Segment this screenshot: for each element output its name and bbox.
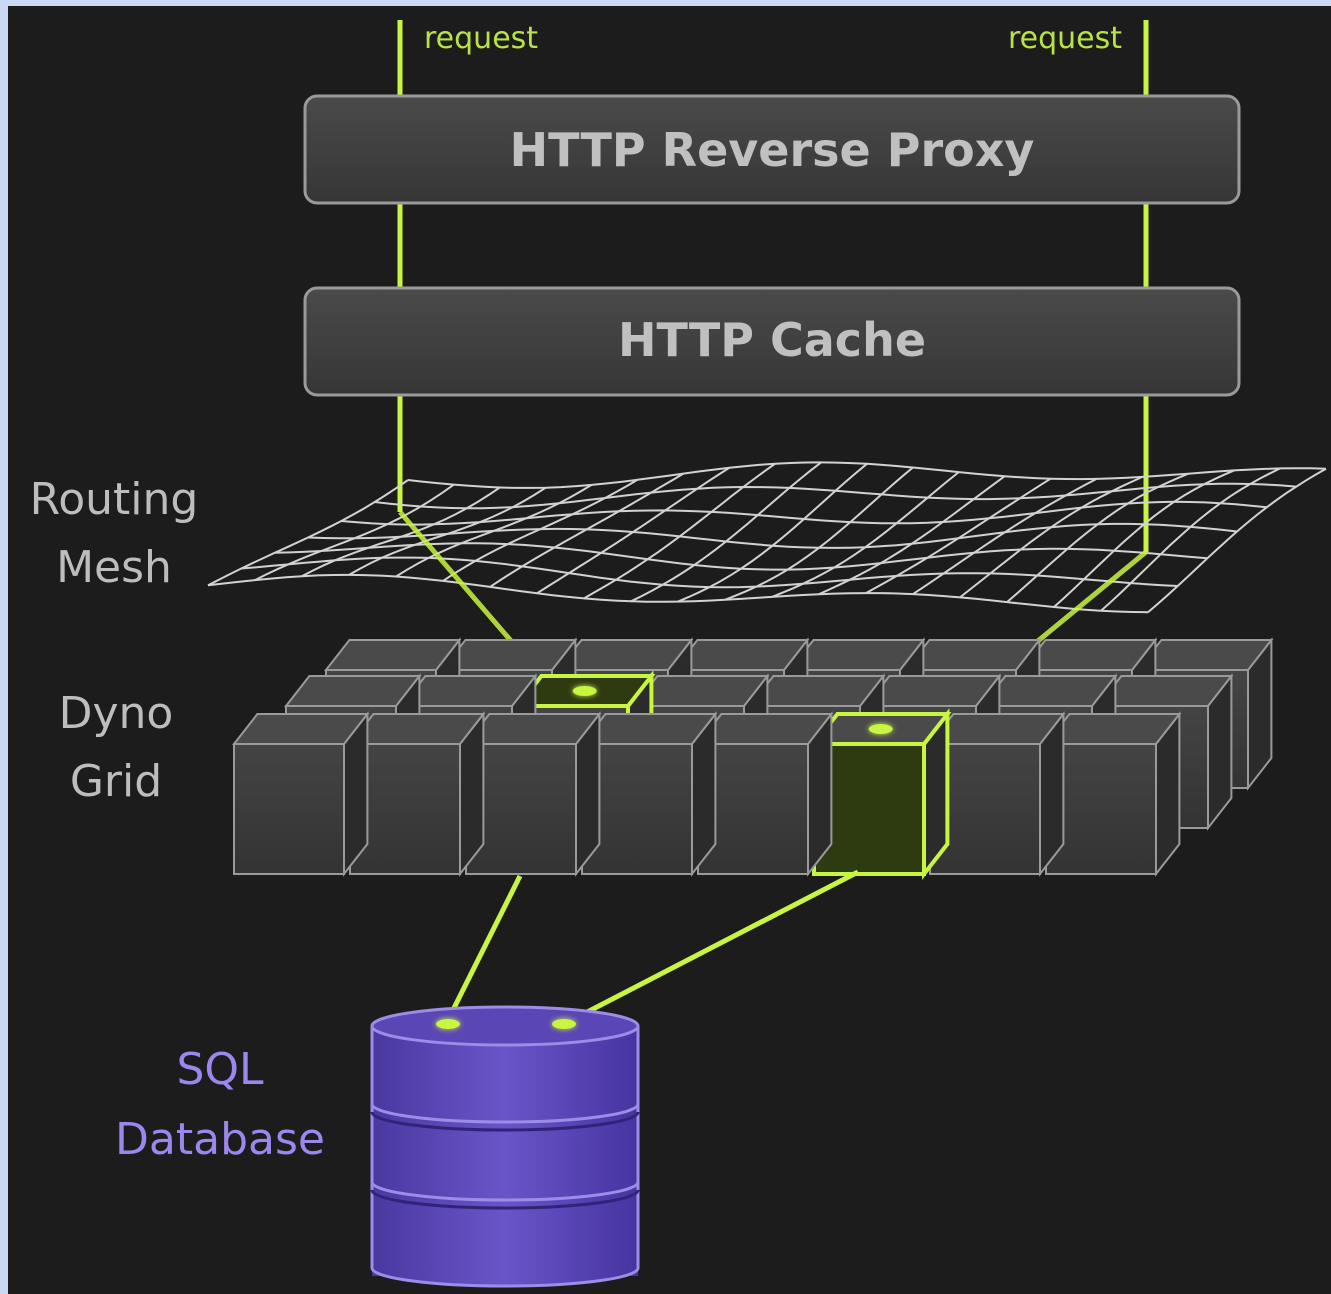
dyno-top-face: [979, 675, 1118, 707]
mesh-column-line: [348, 486, 547, 576]
mesh-column-line: [677, 463, 868, 603]
routing-mesh-label-line1: Routing: [30, 474, 199, 525]
mesh-column-line: [536, 466, 730, 595]
mesh-column-line: [1147, 467, 1327, 613]
mesh-column-line: [442, 478, 639, 582]
mesh-column-line: [724, 466, 914, 601]
dyno-top-face: [787, 639, 926, 671]
routing-mesh-label-line2: Mesh: [56, 542, 172, 593]
mesh-column-line: [818, 475, 1006, 596]
database-label-line2: Database: [115, 1114, 325, 1165]
dyno-top-face: [1043, 713, 1182, 745]
mesh-column-line: [1006, 472, 1189, 603]
mesh-column-line: [583, 462, 776, 600]
dyno-top-face: [463, 713, 602, 745]
dyno-top-face: [555, 639, 694, 671]
mesh-column-line: [771, 471, 960, 598]
heroku-architecture-diagram: request request HTTP Reverse Proxy HTTP …: [30, 20, 1327, 1288]
mesh-column-line: [865, 477, 1052, 594]
dyno-top-face: [671, 639, 810, 671]
dyno-top-face: [579, 713, 718, 745]
dyno-top-face: [1135, 639, 1274, 671]
request-label-right: request: [1008, 21, 1122, 56]
dyno-top-face: [927, 713, 1066, 745]
cache-layer: HTTP Cache: [303, 286, 1241, 397]
dyno-top-face: [347, 713, 486, 745]
reverse-proxy-label: HTTP Reverse Proxy: [510, 123, 1035, 177]
dyno-top-face: [903, 639, 1042, 671]
dyno-grid-label-line1: Dyno: [59, 688, 174, 739]
mesh-column-line: [959, 475, 1143, 599]
mesh-column-line: [395, 484, 593, 578]
dyno-grid-label-line2: Grid: [70, 756, 162, 807]
database-label-line1: SQL: [176, 1044, 264, 1095]
dyno-top-face: [283, 675, 422, 707]
mesh-column-line: [1100, 467, 1281, 612]
dyno-top-face: [231, 713, 370, 745]
mesh-row-line: [207, 573, 1149, 614]
database-connection-lines: [443, 869, 860, 1027]
mesh-row-line: [241, 556, 1178, 589]
cache-label: HTTP Cache: [618, 313, 926, 367]
active-dyno-marker: [572, 686, 597, 696]
mesh-column-line: [207, 479, 409, 587]
active-dyno-marker: [868, 724, 893, 734]
dyno-cube-icon: [233, 743, 345, 875]
mesh-column-line: [630, 461, 822, 603]
reverse-proxy-layer: HTTP Reverse Proxy: [303, 94, 1241, 205]
dyno-top-face: [399, 675, 538, 707]
request-lines: [397, 20, 1149, 552]
routing-mesh-grid-icon: [207, 461, 1327, 614]
dyno-top-face: [695, 713, 834, 745]
dyno-top-face: [747, 675, 886, 707]
dyno-top-face: [631, 675, 770, 707]
mesh-column-line: [912, 478, 1097, 595]
dyno-top-face: [1019, 639, 1158, 671]
diagram-frame: request request HTTP Reverse Proxy HTTP …: [8, 6, 1331, 1294]
dyno-top-face: [863, 675, 1002, 707]
request-label-left: request: [424, 21, 538, 56]
dyno-grid: [231, 637, 1274, 880]
dyno-top-face: [439, 639, 578, 671]
mesh-column-line: [489, 472, 684, 588]
database-cylinder-icon: [370, 1005, 640, 1288]
mesh-column-line: [301, 486, 501, 578]
dyno-top-face: [1095, 675, 1234, 707]
mesh-column-line: [254, 483, 455, 581]
mesh-column-line: [1053, 469, 1235, 608]
dyno-top-face: [323, 639, 462, 671]
